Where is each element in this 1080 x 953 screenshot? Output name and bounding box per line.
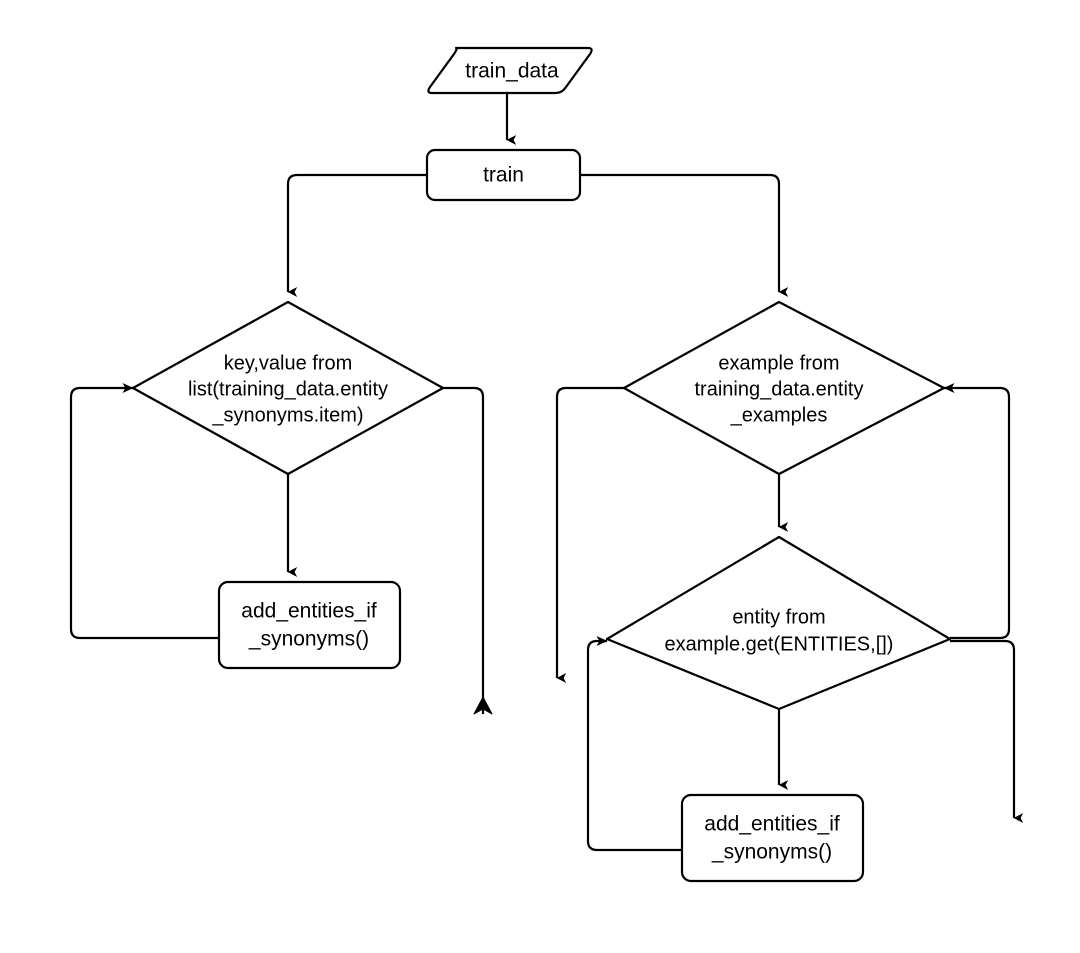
- edge-loop-entities-exit: [950, 639, 1024, 823]
- edge-train-to-loop-examples: [580, 173, 789, 297]
- loop-synonyms-label-line3: _synonyms.item): [211, 404, 363, 426]
- edge-train-to-loop-synonyms: [286, 173, 427, 297]
- loop-examples-shape: [622, 300, 946, 476]
- loop-examples-label-line2: training_data.entity: [694, 378, 863, 400]
- loop-entities-label-line1: entity from: [732, 606, 825, 628]
- arrowhead-up-left-exit: [473, 696, 493, 715]
- add-entities-left-label-line2: _synonyms(): [248, 628, 369, 651]
- edge-loop-entities-to-loop-examples-loopback: [943, 383, 1011, 640]
- add-entities-left-shape: [217, 580, 402, 670]
- node-train[interactable]: train: [425, 148, 582, 202]
- edge-loop-examples-exit: [555, 386, 624, 683]
- edge-add-entities-right-loopback: [586, 636, 682, 852]
- add-entities-right-shape: [680, 793, 865, 883]
- edge-add-entities-left-loopback: [69, 383, 219, 640]
- loop-synonyms-label-line1: key,value from: [224, 352, 353, 374]
- node-loop-examples[interactable]: example from training_data.entity _examp…: [622, 300, 946, 476]
- train-shape: [425, 148, 582, 202]
- node-train-data[interactable]: train_data: [427, 46, 593, 95]
- edge-loop-synonyms-exit: [443, 386, 485, 714]
- node-loop-entities[interactable]: entity from example.get(ENTITIES,[]): [605, 535, 952, 711]
- node-add-entities-right[interactable]: add_entities_if _synonyms(): [680, 793, 865, 883]
- train-label: train: [483, 164, 524, 187]
- loop-entities-shape: [605, 535, 952, 711]
- loop-examples-label-line1: example from: [718, 352, 839, 374]
- add-entities-right-label-line2: _synonyms(): [711, 841, 832, 864]
- loop-examples-label-line3: _examples: [730, 404, 828, 426]
- train-data-label: train_data: [465, 60, 559, 83]
- loop-synonyms-shape: [131, 300, 445, 476]
- node-add-entities-left[interactable]: add_entities_if _synonyms(): [217, 580, 402, 670]
- add-entities-left-label-line1: add_entities_if: [241, 600, 377, 623]
- add-entities-right-label-line1: add_entities_if: [704, 813, 840, 836]
- train-data-shape: [427, 46, 593, 95]
- node-loop-synonyms[interactable]: key,value from list(training_data.entity…: [131, 300, 445, 476]
- loop-synonyms-label-line2: list(training_data.entity: [188, 378, 388, 400]
- loop-entities-label-line2: example.get(ENTITIES,[]): [665, 633, 894, 655]
